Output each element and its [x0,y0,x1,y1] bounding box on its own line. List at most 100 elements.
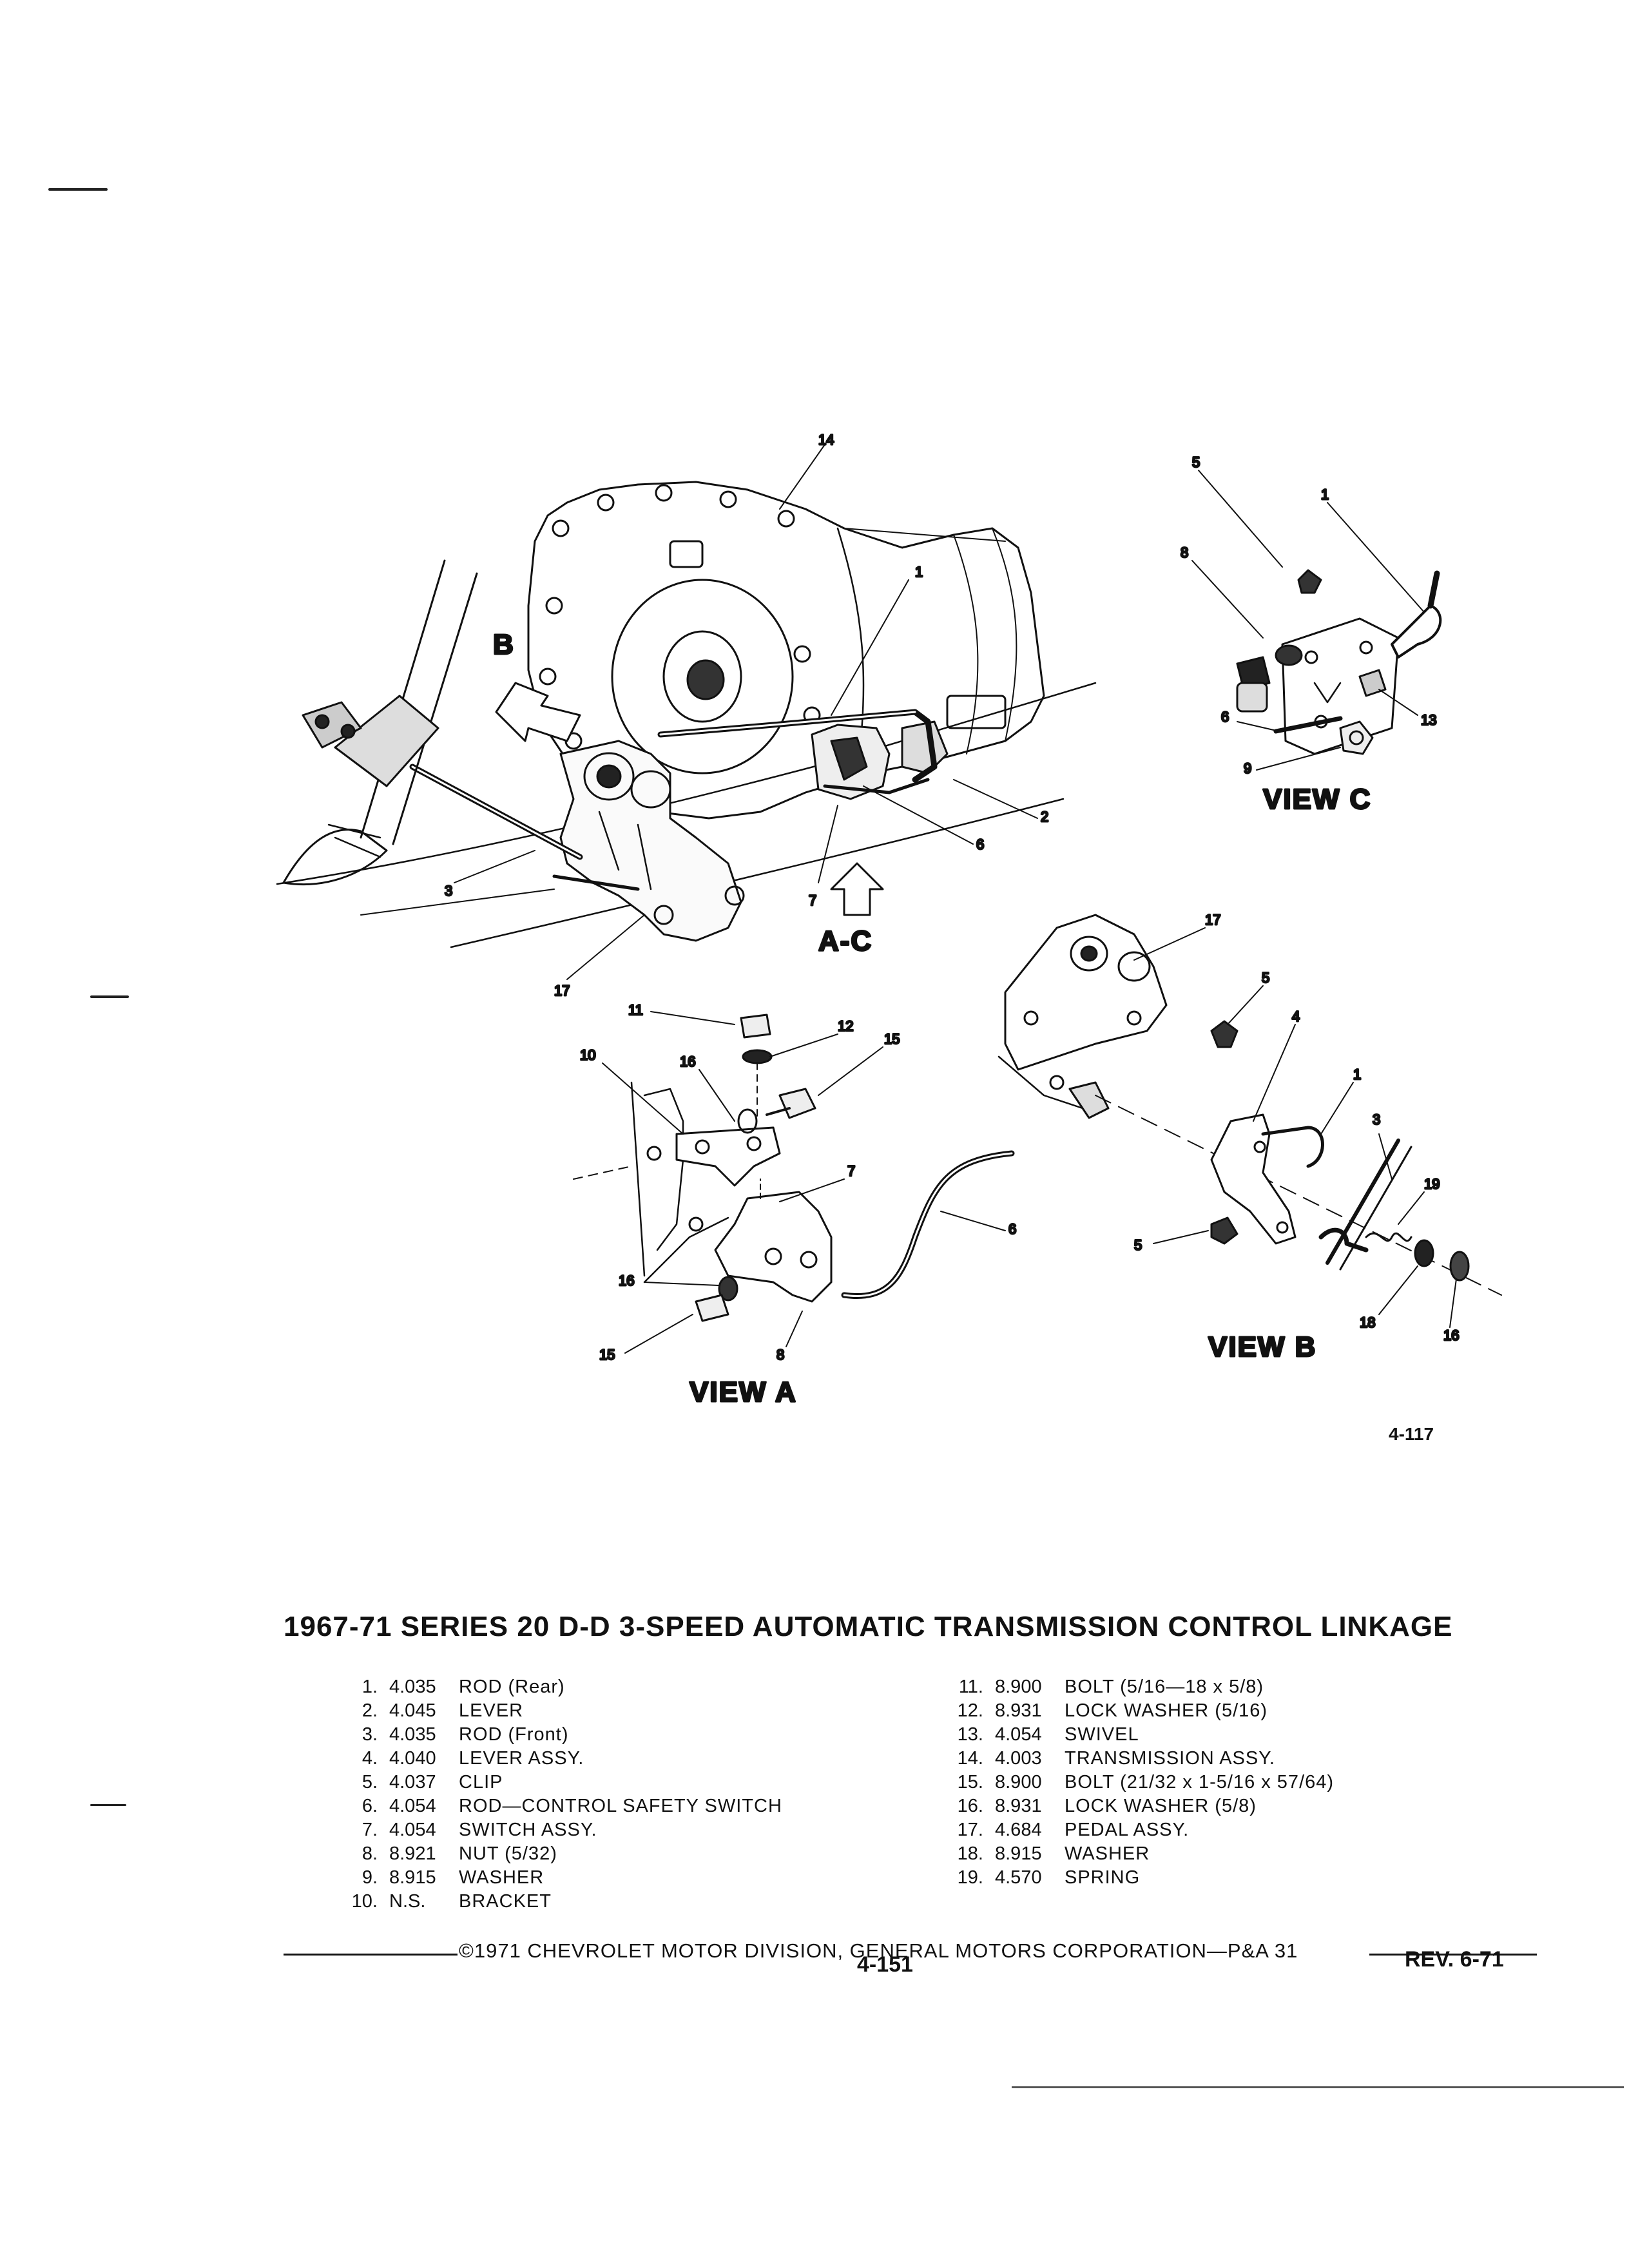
view-b-label: VIEW B [1208,1331,1316,1363]
part-description: SWITCH ASSY. [459,1820,597,1840]
part-description: LEVER [459,1700,524,1721]
parts-list-row: 12. 8.931 LOCK WASHER (5/16) [941,1699,1334,1723]
footer-rule-right [1369,1954,1537,1956]
callout: 6 [976,836,984,852]
callout: 7 [847,1163,855,1179]
part-code: 8.900 [995,1677,1042,1697]
part-number: 16. [957,1796,983,1816]
parts-list-row: 1. 4.035 ROD (Rear) [335,1675,782,1699]
part-code: 4.684 [995,1820,1042,1840]
callout: 6 [1008,1221,1016,1237]
part-number: 6. [361,1796,378,1816]
callout: 9 [1244,760,1251,776]
lever-assy [1210,1113,1296,1245]
part-number: 15. [957,1772,983,1792]
part-code: 4.054 [389,1796,436,1816]
callout: 15 [599,1347,615,1363]
figure-number: 4-117 [1389,1424,1434,1444]
part-number: 18. [957,1843,983,1864]
rod-control-safety-switch [823,778,930,794]
view-b: 17 5 4 1 3 19 5 18 16 VIEW B [998,911,1502,1364]
part-code: 8.915 [389,1867,436,1888]
part-description: ROD (Rear) [459,1677,565,1697]
part-number: 9. [361,1867,378,1888]
part-code: 8.900 [995,1772,1042,1792]
part-description: ROD—CONTROL SAFETY SWITCH [459,1796,782,1816]
part-number: 8. [361,1843,378,1864]
linkage-illustration: 14 1 2 6 7 3 17 B A-C [276,431,1502,1409]
callout: 18 [1360,1314,1375,1331]
part-number: 11. [958,1677,983,1697]
parts-list-row: 9. 8.915 WASHER [335,1866,782,1890]
arrow-b-label: B [493,629,515,660]
parts-list-row: 11. 8.900 BOLT (5/16—18 x 5/8) [941,1675,1334,1699]
callout: 14 [818,432,834,448]
part-description: LOCK WASHER (5/16) [1065,1700,1268,1721]
bottom-rule [1012,2086,1624,2088]
copyright-line: ©1971 CHEVROLET MOTOR DIVISION, GENERAL … [459,1939,1298,1962]
part-code: 4.570 [995,1867,1042,1888]
parts-list-row: 18. 8.915 WASHER [941,1842,1334,1866]
part-number: 1. [361,1677,378,1697]
part-code: 4.040 [389,1748,436,1769]
part-number: 19. [957,1867,983,1888]
callout: 16 [1443,1327,1459,1343]
part-description: WASHER [459,1867,545,1888]
part-code: 8.931 [995,1700,1042,1721]
view-c: 5 1 8 13 6 9 VIEW C [1180,454,1442,816]
part-description: BOLT (5/16—18 x 5/8) [1065,1677,1264,1697]
part-code: 4.045 [389,1700,436,1721]
callout: 12 [838,1018,853,1034]
part-code: 8.921 [389,1843,436,1864]
part-number: 4. [361,1748,378,1769]
part-description: TRANSMISSION ASSY. [1065,1748,1275,1769]
part-code: 4.035 [389,1677,436,1697]
part-description: SPRING [1065,1867,1141,1888]
parts-list-row: 10.N.S.BRACKET [335,1890,782,1914]
part-code: N.S. [389,1891,426,1912]
part-code: 4.035 [389,1724,436,1745]
callout: 4 [1292,1008,1300,1024]
part-description: SWIVEL [1065,1724,1139,1745]
callout: 3 [445,883,452,899]
callout: 16 [619,1273,634,1289]
part-description: LOCK WASHER (5/8) [1065,1796,1257,1816]
view-a: 11 12 15 10 16 7 6 16 15 8 VIEW A [573,1001,1017,1409]
callout: 5 [1262,970,1269,986]
callout: 10 [580,1047,595,1063]
callout: 5 [1134,1237,1142,1253]
part-code: 4.003 [995,1748,1042,1769]
callout: 1 [915,564,923,580]
callout: 1 [1353,1066,1361,1082]
part-number: 10. [351,1891,378,1912]
part-description: WASHER [1065,1843,1150,1864]
margin-mark-top [48,188,108,191]
part-number: 7. [361,1820,378,1840]
callout: 16 [680,1053,695,1070]
main-transmission-view: 14 1 2 6 7 3 17 B A-C [276,431,1097,1000]
part-description: PEDAL ASSY. [1065,1820,1190,1840]
part-code: 8.915 [995,1843,1042,1864]
pedal-assy [559,740,742,942]
callout: 17 [554,983,570,999]
page-title: 1967-71 SERIES 20 D-D 3-SPEED AUTOMATIC … [284,1611,1453,1642]
bracket [675,1126,781,1187]
callout: 8 [1181,544,1188,561]
callout: 7 [809,892,816,908]
part-number: 3. [361,1724,378,1745]
arrow-ac-label: A-C [818,925,872,957]
callout: 11 [628,1002,643,1018]
view-ac-arrow [830,862,884,916]
callout: 3 [1373,1111,1380,1128]
part-number: 12. [957,1700,983,1721]
part-description: ROD (Front) [459,1724,569,1745]
parts-list-row: 6. 4.054 ROD—CONTROL SAFETY SWITCH [335,1794,782,1818]
